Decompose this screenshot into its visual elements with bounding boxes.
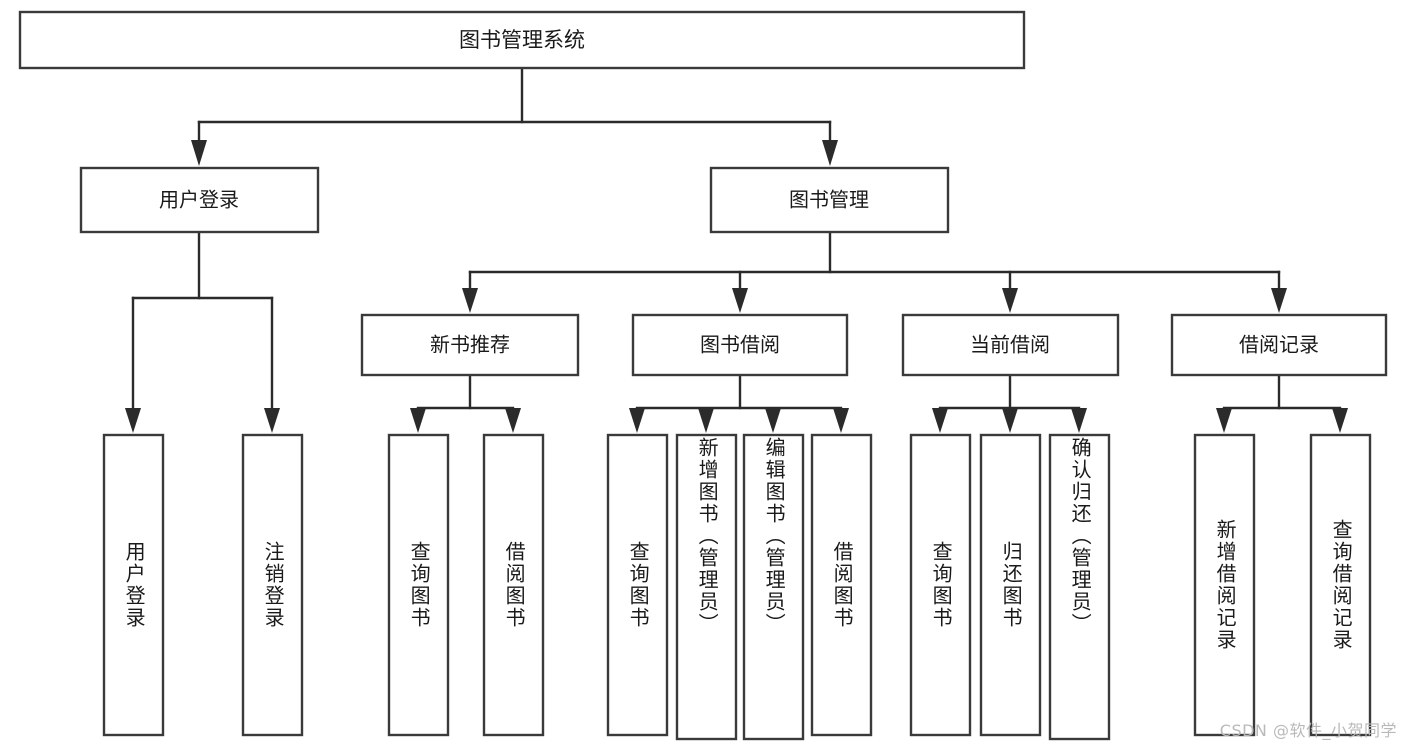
node-box-current-borrow[interactable] (901, 313, 1120, 377)
node-label-current-borrow: 当前借阅 (970, 333, 1050, 357)
arrow-gd-leaf2 (1332, 408, 1348, 433)
leaf-box-bb-add-book[interactable] (675, 433, 738, 741)
leaf-box-user-logout[interactable] (241, 433, 304, 737)
csdn-watermark: CSDN @软件_小贺同学 (1219, 721, 1397, 740)
leaf-box-user-login[interactable] (102, 433, 165, 737)
arrow-user-leaf2 (264, 408, 280, 433)
leaf-box-rec-borrow-book[interactable] (482, 433, 545, 737)
arrow-l3-current-borrow (1002, 288, 1018, 313)
arrow-gb-leaf2 (698, 408, 714, 433)
node-label-new-book-recommend: 新书推荐 (430, 333, 510, 357)
node-label-borrow-record: 借阅记录 (1239, 333, 1319, 357)
arrow-ga-leaf2 (505, 408, 521, 433)
node-box-new-book-recommend[interactable] (360, 313, 580, 377)
leaf-box-bb-borrow-book[interactable] (810, 433, 873, 737)
arrow-gc-leaf1 (932, 408, 948, 433)
leaf-box-cb-return-book[interactable] (979, 433, 1042, 737)
arrow-gc-leaf2 (1002, 408, 1018, 433)
arrow-to-book-mgmt (822, 140, 838, 166)
arrow-gb-leaf1 (629, 408, 645, 433)
leaf-box-rec-query-book[interactable] (387, 433, 450, 737)
arrow-gb-leaf3 (765, 408, 781, 433)
arrow-gb-leaf4 (833, 408, 849, 433)
arrow-l3-book-borrow (732, 288, 748, 313)
node-box-book-management[interactable] (709, 166, 950, 234)
node-box-root[interactable] (18, 10, 1026, 70)
leaf-box-br-add-record[interactable] (1193, 433, 1256, 737)
arrow-l3-borrow-record (1271, 288, 1287, 313)
node-label-user-login: 用户登录 (159, 188, 239, 212)
leaf-box-bb-query-book[interactable] (606, 433, 669, 737)
node-label-book-management: 图书管理 (789, 188, 869, 212)
node-label-book-borrow: 图书借阅 (700, 333, 780, 357)
connector-group (125, 66, 1348, 433)
leaf-box-cb-query-book[interactable] (909, 433, 972, 737)
node-label-root: 图书管理系统 (459, 28, 585, 52)
arrow-gd-leaf1 (1216, 408, 1232, 433)
arrow-gc-leaf3 (1071, 408, 1087, 433)
leaf-box-cb-confirm-return[interactable] (1048, 433, 1111, 741)
arrow-l3-new-book (462, 288, 478, 313)
leaf-box-br-query-record[interactable] (1309, 433, 1372, 737)
arrow-user-leaf1 (125, 408, 141, 433)
node-box-borrow-record[interactable] (1170, 313, 1388, 377)
node-box-book-borrow[interactable] (631, 313, 849, 377)
node-box-user-login[interactable] (79, 166, 320, 234)
arrow-to-user-login (191, 140, 207, 166)
arrow-ga-leaf1 (410, 408, 426, 433)
leaf-box-bb-edit-book[interactable] (742, 433, 805, 741)
